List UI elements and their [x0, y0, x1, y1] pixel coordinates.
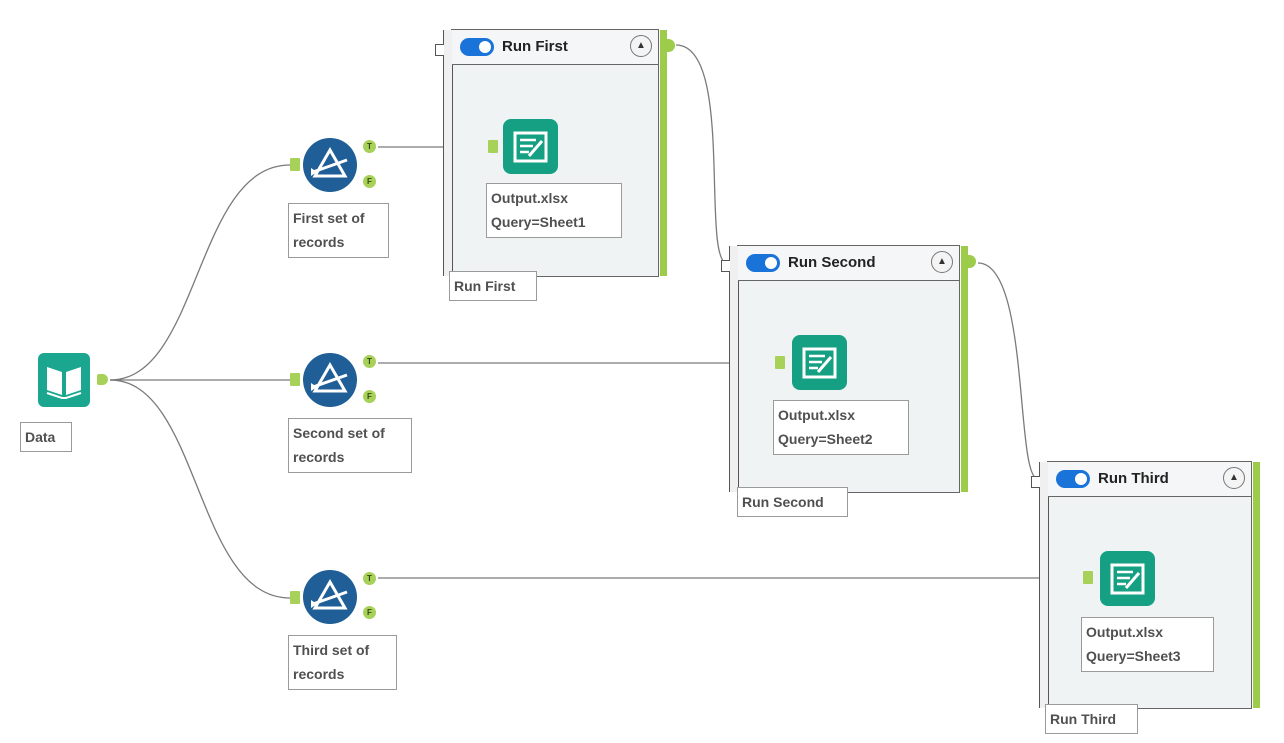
container-output-anchor[interactable] — [665, 39, 675, 52]
filter-icon — [311, 146, 348, 178]
filter1-input-anchor[interactable] — [290, 158, 300, 171]
container-left-bar — [443, 30, 453, 276]
data-tool-label: Data — [20, 422, 72, 452]
container-right-bar — [660, 30, 667, 276]
output1-input-anchor[interactable] — [488, 140, 498, 153]
filter2-label: Second set of records — [288, 418, 412, 473]
container-input-flag — [435, 44, 444, 56]
container-input-flag — [721, 260, 730, 272]
filter3-label: Third set of records — [288, 635, 397, 690]
container-right-bar — [1253, 462, 1260, 708]
data-output-anchor[interactable] — [97, 374, 108, 385]
container-enable-toggle[interactable] — [746, 254, 780, 272]
filter-tool-3[interactable] — [303, 570, 357, 624]
filter3-input-anchor[interactable] — [290, 591, 300, 604]
container-title: Run First — [502, 38, 568, 55]
output2-input-anchor[interactable] — [775, 356, 785, 369]
filter3-true-anchor[interactable]: T — [363, 572, 376, 585]
output-data-tool-1[interactable] — [503, 119, 558, 174]
wire-data-to-filter3 — [109, 379, 291, 599]
output2-label: Output.xlsx Query=Sheet2 — [773, 400, 909, 455]
container-header: Run First ▲ — [452, 30, 658, 65]
container-output-anchor[interactable] — [966, 255, 976, 268]
filter3-false-anchor[interactable]: F — [363, 606, 376, 619]
output-file-icon — [513, 131, 548, 163]
wire-container2-to-container3 — [977, 262, 1039, 480]
filter1-true-anchor[interactable]: T — [363, 140, 376, 153]
output3-label: Output.xlsx Query=Sheet3 — [1081, 617, 1214, 672]
container-header: Run Second ▲ — [738, 246, 959, 281]
container-left-bar — [1039, 462, 1049, 708]
container-title: Run Second — [788, 254, 876, 271]
container1-caption: Run First — [449, 271, 537, 301]
container-title: Run Third — [1098, 470, 1169, 487]
collapse-icon[interactable]: ▲ — [630, 35, 652, 57]
container-enable-toggle[interactable] — [1056, 470, 1090, 488]
collapse-icon[interactable]: ▲ — [931, 251, 953, 273]
filter-tool-1[interactable] — [303, 138, 357, 192]
output-data-tool-3[interactable] — [1100, 551, 1155, 606]
filter2-input-anchor[interactable] — [290, 373, 300, 386]
filter-tool-2[interactable] — [303, 353, 357, 407]
container3-caption: Run Third — [1045, 704, 1138, 734]
output1-label: Output.xlsx Query=Sheet1 — [486, 183, 622, 238]
filter-icon — [311, 361, 348, 393]
filter2-false-anchor[interactable]: F — [363, 390, 376, 403]
container-right-bar — [961, 246, 968, 492]
collapse-icon[interactable]: ▲ — [1223, 467, 1245, 489]
input-data-tool[interactable] — [38, 353, 90, 407]
container2-caption: Run Second — [737, 487, 848, 517]
filter1-false-anchor[interactable]: F — [363, 175, 376, 188]
book-icon — [46, 367, 82, 399]
output-file-icon — [1110, 563, 1145, 595]
wire-data-to-filter1 — [109, 164, 291, 381]
filter-icon — [311, 578, 348, 610]
filter1-label: First set of records — [288, 203, 389, 258]
tool-container-run-second[interactable]: Run Second ▲ — [721, 245, 976, 493]
container-header: Run Third ▲ — [1048, 462, 1251, 497]
output-file-icon — [802, 347, 837, 379]
container-left-bar — [729, 246, 739, 492]
container-enable-toggle[interactable] — [460, 38, 494, 56]
container-input-flag — [1031, 476, 1040, 488]
wire-container1-to-container2 — [675, 44, 729, 265]
output3-input-anchor[interactable] — [1083, 571, 1093, 584]
filter2-true-anchor[interactable]: T — [363, 355, 376, 368]
output-data-tool-2[interactable] — [792, 335, 847, 390]
